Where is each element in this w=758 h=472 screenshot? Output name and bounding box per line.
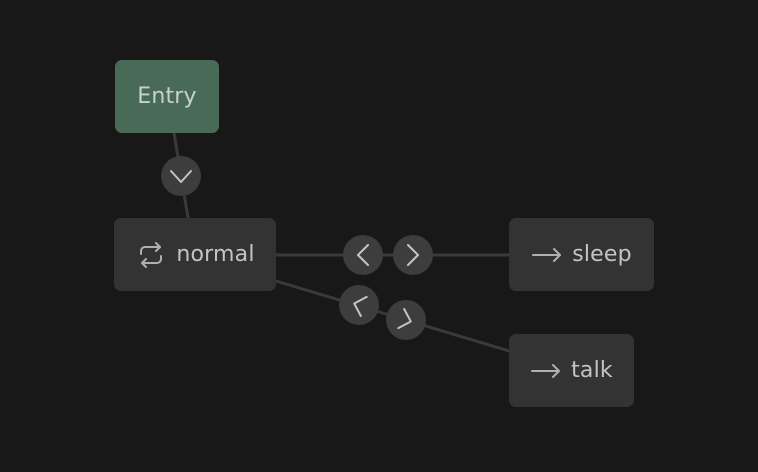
chevron-left-icon (353, 295, 368, 318)
chevron-down-icon (170, 170, 192, 183)
entry-node[interactable]: Entry (115, 60, 219, 133)
chevron-left-icon (357, 244, 369, 266)
arrow-right-icon (530, 361, 562, 381)
transition-handle-talk-back[interactable] (339, 285, 379, 325)
arrow-right-icon (531, 245, 563, 265)
transition-handle-sleep-forward[interactable] (393, 235, 433, 275)
state-node-talk[interactable]: talk (509, 334, 634, 407)
state-node-sleep[interactable]: sleep (509, 218, 654, 291)
state-node-normal[interactable]: normal (114, 218, 276, 291)
entry-node-label: Entry (137, 84, 197, 109)
transition-handle-talk-forward[interactable] (386, 300, 426, 340)
state-node-talk-label: talk (571, 358, 613, 383)
chevron-right-icon (397, 307, 412, 330)
transition-handle-entry-normal[interactable] (161, 156, 201, 196)
loop-icon (135, 241, 167, 269)
state-node-normal-label: normal (176, 242, 255, 267)
chevron-right-icon (407, 244, 419, 266)
state-node-sleep-label: sleep (572, 242, 632, 267)
transition-handle-sleep-back[interactable] (343, 235, 383, 275)
